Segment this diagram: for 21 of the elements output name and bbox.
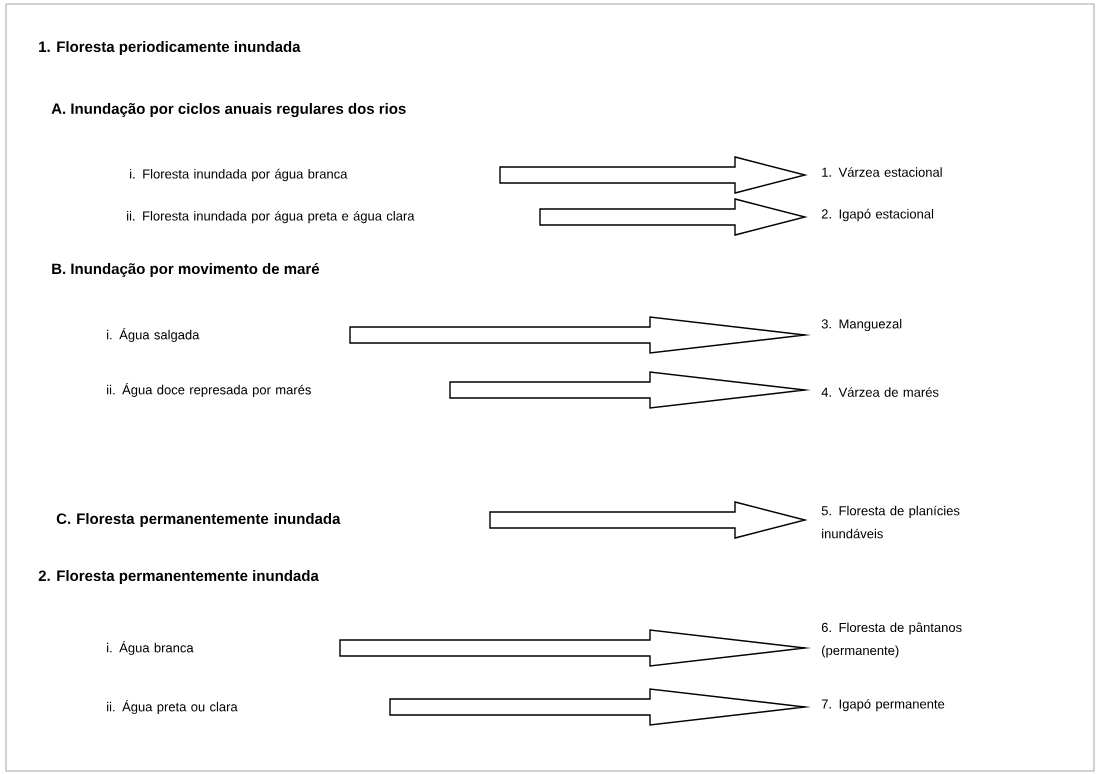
item-text: i. Floresta inundada por água branca [130,168,348,182]
item-text: 4. Várzea de marés [821,387,939,397]
heading: A. Inundação por ciclos anuais regulares dos rios [51,103,406,118]
block-arrow [499,156,808,194]
item-text: 6. Floresta de pântanos (permanente) [821,622,962,658]
item-text: 5. Floresta de planícies inundáveis [821,505,960,539]
item-text: ii. Água preta ou clara [107,700,238,714]
item-text: i. Água salgada [107,328,200,342]
item-text: ii. Água doce represada por marés [107,383,311,397]
item-text: ii. Floresta inundada por água preta e água clara [127,210,415,224]
item-text: i. Água branca [107,641,194,655]
heading: B. Inundação por movimento de maré [52,262,320,278]
block-arrow [539,198,808,236]
item-text: 2. Igapó estacional [821,208,934,222]
item-text: 1. Várzea estacional [822,167,942,177]
heading: 1. Floresta periodicamente inundada [39,41,301,55]
item-text: 3. Manguezal [821,318,902,332]
heading: C. Floresta permanentemente inundada [56,513,341,527]
block-arrow [489,501,808,539]
item-text: 7. Igapó permanente [821,698,945,712]
heading: 2. Floresta permanentemente inundada [38,570,319,584]
